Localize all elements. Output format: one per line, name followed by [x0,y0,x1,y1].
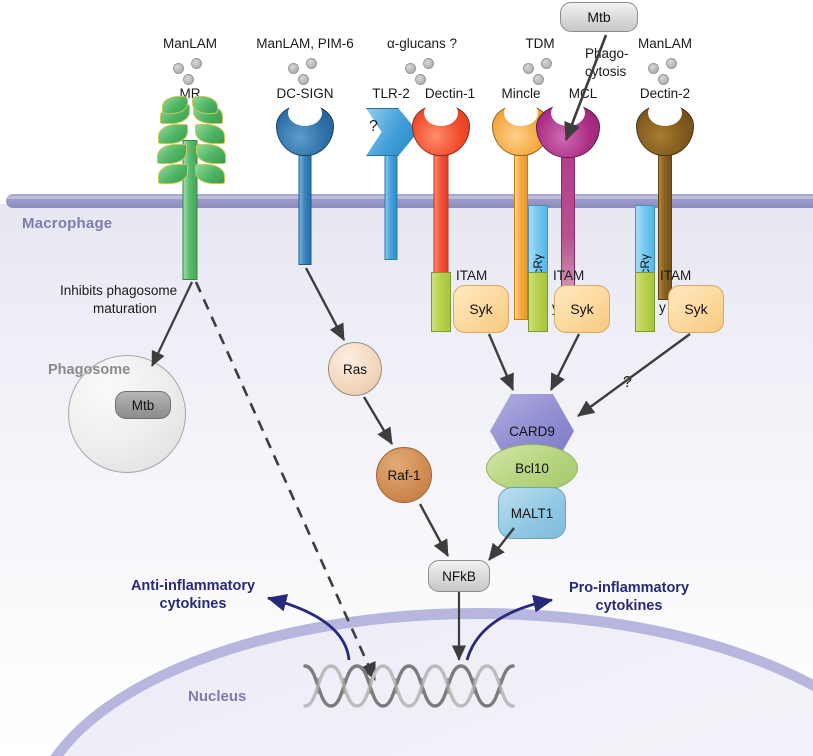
inhibit-label-line1: Inhibits phagosome [60,283,178,298]
receptor-label-dectin2: Dectin-2 [639,86,691,101]
receptor-label-dcsign: DC-SIGN [276,86,334,101]
receptor-label-tlr2: TLR-2 [372,86,410,101]
phospho-y-dectin2: y [659,300,666,315]
ligand-label-tdm: TDM [525,36,555,51]
ligand-label-glucans: α-glucans ? [386,36,458,51]
plasma-membrane-highlight [6,196,813,199]
ligand-label-mr: ManLAM [162,36,218,51]
receptor-dc-sign-stem [298,140,312,265]
anti-inflammatory-label-line1: Anti-inflammatory [130,578,256,594]
ligand-dots-dcsign [286,58,324,86]
phagosome-label: Phagosome [48,362,131,378]
macrophage-label: Macrophage [22,215,113,232]
ligand-label-manlam-dectin2: ManLAM [637,36,693,51]
ligand-dots-dectin2 [646,58,684,86]
receptor-label-dectin1: Dectin-1 [424,86,476,101]
tlr2-question-mark: ? [369,118,378,135]
node-bcl10[interactable]: Bcl10 [486,444,578,492]
dectin2-question-mark: ? [623,374,632,391]
node-malt1[interactable]: MALT1 [498,487,566,539]
receptor-dectin1-stem [433,140,449,280]
phagocytosis-label-line2: cytosis [585,64,627,79]
pro-inflammatory-label-line1: Pro-inflammatory [568,580,690,596]
itam-label-mincle: ITAM [553,268,585,283]
inhibit-label-line2: maturation [93,301,157,316]
mtb-source-box: Mtb [560,2,638,32]
syk-dectin2[interactable]: Syk [668,285,724,333]
mtb-in-phagosome: Mtb [115,391,171,419]
receptor-label-mcl: MCL [568,86,598,101]
nucleus-label: Nucleus [188,688,247,705]
itam-dectin1 [431,272,451,332]
syk-mincle[interactable]: Syk [554,285,610,333]
receptor-dectin1-head [412,100,470,156]
itam-label-dectin2: ITAM [660,268,692,283]
node-ras[interactable]: Ras [328,342,382,396]
phagocytosis-label-line1: Phago- [585,46,629,61]
itam-dectin2 [635,272,655,332]
syk-dectin1[interactable]: Syk [453,285,509,333]
anti-inflammatory-label-line2: cytokines [159,596,227,612]
receptor-dc-sign-head [276,100,334,156]
receptor-label-mincle: Mincle [501,86,541,101]
receptor-mincle-stem [514,140,528,320]
receptor-mcl-head [536,100,600,158]
pro-inflammatory-label-line2: cytokines [595,598,663,614]
ligand-dots-glucans [403,58,441,86]
receptor-tlr2-stem [384,150,398,260]
plasma-membrane [6,194,813,208]
ligand-label-dcsign: ManLAM, PIM-6 [256,36,354,51]
node-raf1[interactable]: Raf-1 [376,447,432,503]
receptor-mr-stem [182,140,198,280]
itam-mincle [528,272,548,332]
ligand-dots-mr [171,58,209,86]
node-nfkb[interactable]: NFkB [428,560,490,592]
receptor-dectin2-head [636,100,694,156]
ligand-dots-tdm [521,58,559,86]
itam-label-dectin1: ITAM [456,268,488,283]
